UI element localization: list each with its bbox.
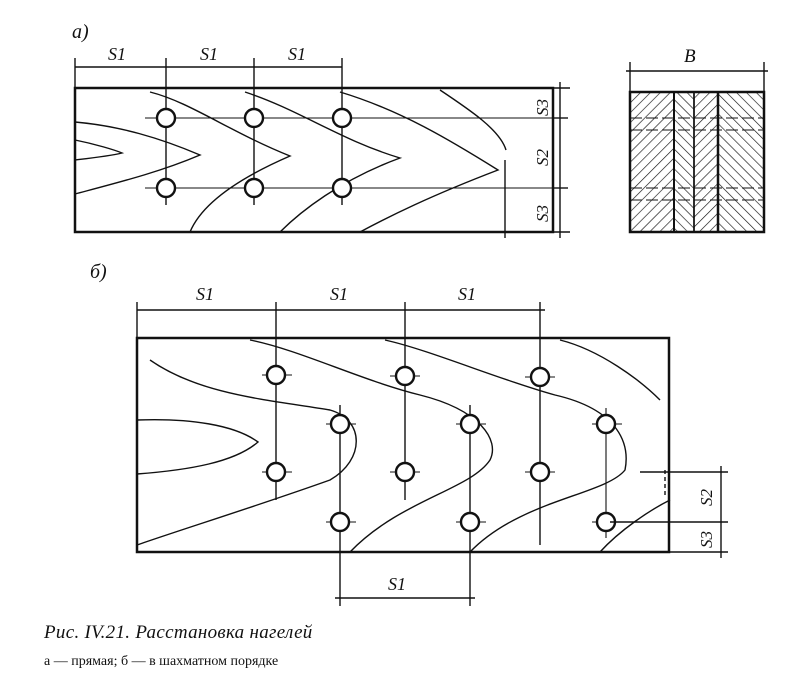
panel-a-row-axes (145, 117, 555, 189)
dowel (243, 107, 265, 129)
panel-a-edge-label-2: S2 (533, 149, 552, 167)
panel-a-dowels (155, 107, 353, 199)
dowel (265, 461, 287, 483)
panel-b-grain-lines (136, 339, 671, 553)
figure-caption: Рис. IV.21. Расстановка нагелей а — прям… (44, 622, 784, 670)
panel-b-edge-label-2: S3 (697, 531, 716, 548)
dowel (529, 366, 551, 388)
dowel (394, 461, 416, 483)
panel-a-label: a) (72, 21, 89, 43)
panel-b-dowels (262, 364, 622, 538)
dowel (459, 413, 481, 435)
dowel (265, 364, 287, 386)
dowel-layout-figure: a) S1 S1 S1 (72, 21, 768, 606)
caption-title: Рис. IV.21. Расстановка нагелей (44, 622, 313, 643)
panel-b-edge-label-1: S2 (697, 489, 716, 507)
panel-b: б) S1 S1 S1 S1 (90, 261, 728, 606)
panel-b-label: б) (90, 261, 107, 283)
dowel (331, 107, 353, 129)
dowel (595, 413, 617, 435)
dowel (243, 177, 265, 199)
panel-b-spacing-label-3: S1 (458, 284, 476, 304)
panel-a-spacing-label-3: S1 (288, 44, 306, 64)
panel-b-right-dimension (610, 466, 728, 558)
dowel (529, 461, 551, 483)
panel-b-beam (135, 336, 671, 554)
dowel (329, 511, 351, 533)
dowel (331, 177, 353, 199)
panel-a-spacing-label-2: S1 (200, 44, 218, 64)
dowel (155, 107, 177, 129)
panel-b-bottom-dimension (335, 405, 475, 606)
panel-b-spacing-label-2: S1 (330, 284, 348, 304)
panel-a-cross-section: B (626, 46, 768, 234)
panel-b-spacing-label-1: S1 (196, 284, 214, 304)
panel-a-edge-label-1: S3 (533, 99, 552, 116)
panel-a: a) S1 S1 S1 (72, 21, 768, 238)
dowel (329, 413, 351, 435)
panel-a-edge-label-3: S3 (533, 205, 552, 222)
dowel (394, 365, 416, 387)
panel-a-right-dimension (504, 82, 570, 238)
panel-a-spacing-label-1: S1 (108, 44, 126, 64)
panel-a-grain-lines (74, 89, 507, 233)
section-width-label: B (684, 46, 696, 67)
dowel (459, 511, 481, 533)
dowel (155, 177, 177, 199)
panel-b-bottom-spacing-label: S1 (388, 574, 406, 594)
caption-legend: а — прямая; б — в шахматном порядке (44, 654, 279, 669)
